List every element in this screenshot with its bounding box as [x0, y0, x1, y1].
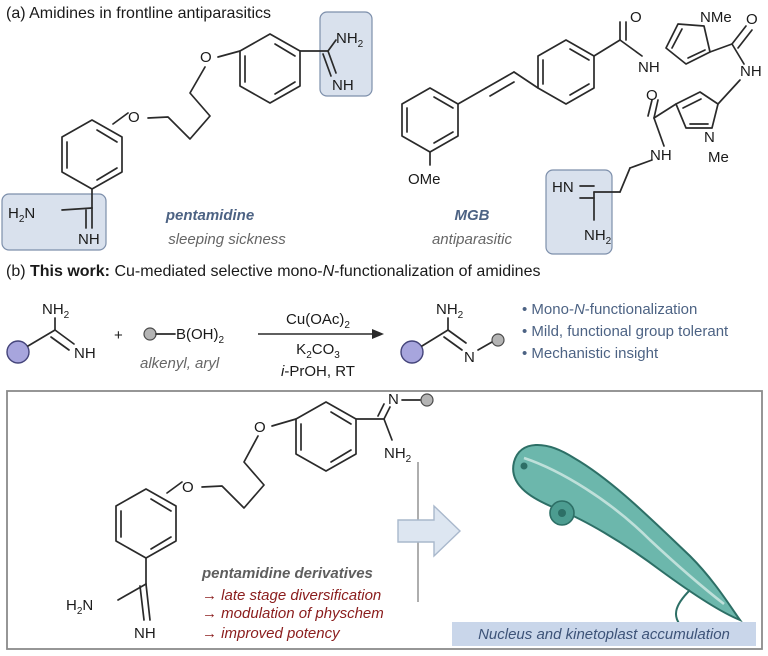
catalyst-label: Cu(OAc)2 [286, 311, 350, 331]
deriv-nh2: NH2 [384, 445, 412, 465]
starting-amidine [6, 317, 75, 364]
atom-nh2-mgb: NH2 [584, 227, 612, 247]
atom-o-upper: O [200, 49, 212, 66]
solvent-label: i-PrOH, RT [281, 363, 355, 380]
bullet-mono-n: • Mono-N-functionalization [522, 301, 697, 318]
deriv-n: N [388, 391, 399, 408]
atom-nh-amide3: NH [650, 147, 672, 164]
reaction-arrow [258, 329, 384, 339]
deriv-o-lower: O [182, 479, 194, 496]
atom-nh-amide2: NH [740, 63, 762, 80]
atom-ome: OMe [408, 171, 441, 188]
atom-o-amide1: O [630, 9, 642, 26]
pentamidine-use: sleeping sickness [168, 231, 286, 248]
trypanosome-illustration [512, 444, 743, 633]
nucleus-label-box [452, 622, 756, 646]
atom-o-amide3: O [646, 87, 658, 104]
panel-a-title: (a) Amidines in frontline antiparasitics [6, 5, 271, 22]
atom-me-pyrrole2: Me [708, 149, 729, 166]
atom-nh-amide1: NH [638, 59, 660, 76]
derivatives-title: pentamidine derivatives [201, 565, 373, 582]
product-nh2: NH2 [436, 301, 464, 321]
amidine-highlight-top [319, 11, 373, 97]
atom-nme-top: NMe [700, 9, 732, 26]
nucleus-label: Nucleus and kinetoplast accumulation [478, 626, 730, 643]
mgb-name: MGB [455, 207, 490, 224]
product-n: N [464, 349, 475, 366]
atom-nh2-top: NH2 [336, 30, 364, 50]
boronic-acid [143, 327, 176, 341]
pentamidine-structure [61, 33, 337, 229]
deriv-o-upper: O [254, 419, 266, 436]
derivative-item-3: → improved potency [202, 625, 341, 642]
atom-o-amide2: O [746, 11, 758, 28]
base-label: K2CO3 [296, 341, 340, 361]
atom-nh-top: NH [332, 77, 354, 94]
block-arrow [397, 504, 462, 558]
reagent-scope: alkenyl, aryl [140, 355, 220, 372]
pentamidine-name: pentamidine [165, 207, 254, 224]
mgb-structure [401, 21, 753, 221]
atom-hn-mgb: HN [552, 179, 574, 196]
boronic-acid-label: B(OH)2 [176, 326, 225, 346]
derivative-item-2: → modulation of physchem [202, 605, 384, 622]
amidine-highlight-mgb [545, 169, 613, 255]
bullet-mechanistic: • Mechanistic insight [522, 345, 659, 362]
sm-nh2: NH2 [42, 301, 70, 321]
sm-nh: NH [74, 345, 96, 362]
plus-sign: + [114, 327, 123, 344]
product-amidine [400, 317, 505, 364]
deriv-nh: NH [134, 625, 156, 642]
pentamidine-derivative-structure [115, 393, 434, 621]
deriv-h2n: H2N [66, 597, 93, 617]
derivative-item-1: → late stage diversification [202, 587, 381, 604]
atom-nh-bottom: NH [78, 231, 100, 248]
derivatives-panel-frame [6, 390, 763, 650]
panel-b-title: (b) This work: Cu-mediated selective mon… [6, 263, 540, 280]
bullet-mild: • Mild, functional group tolerant [522, 323, 729, 340]
mgb-use: antiparasitic [432, 231, 513, 248]
atom-n-pyrrole2: N [704, 129, 715, 146]
atom-o-lower: O [128, 109, 140, 126]
atom-h2n-bottom: H2N [8, 205, 35, 225]
